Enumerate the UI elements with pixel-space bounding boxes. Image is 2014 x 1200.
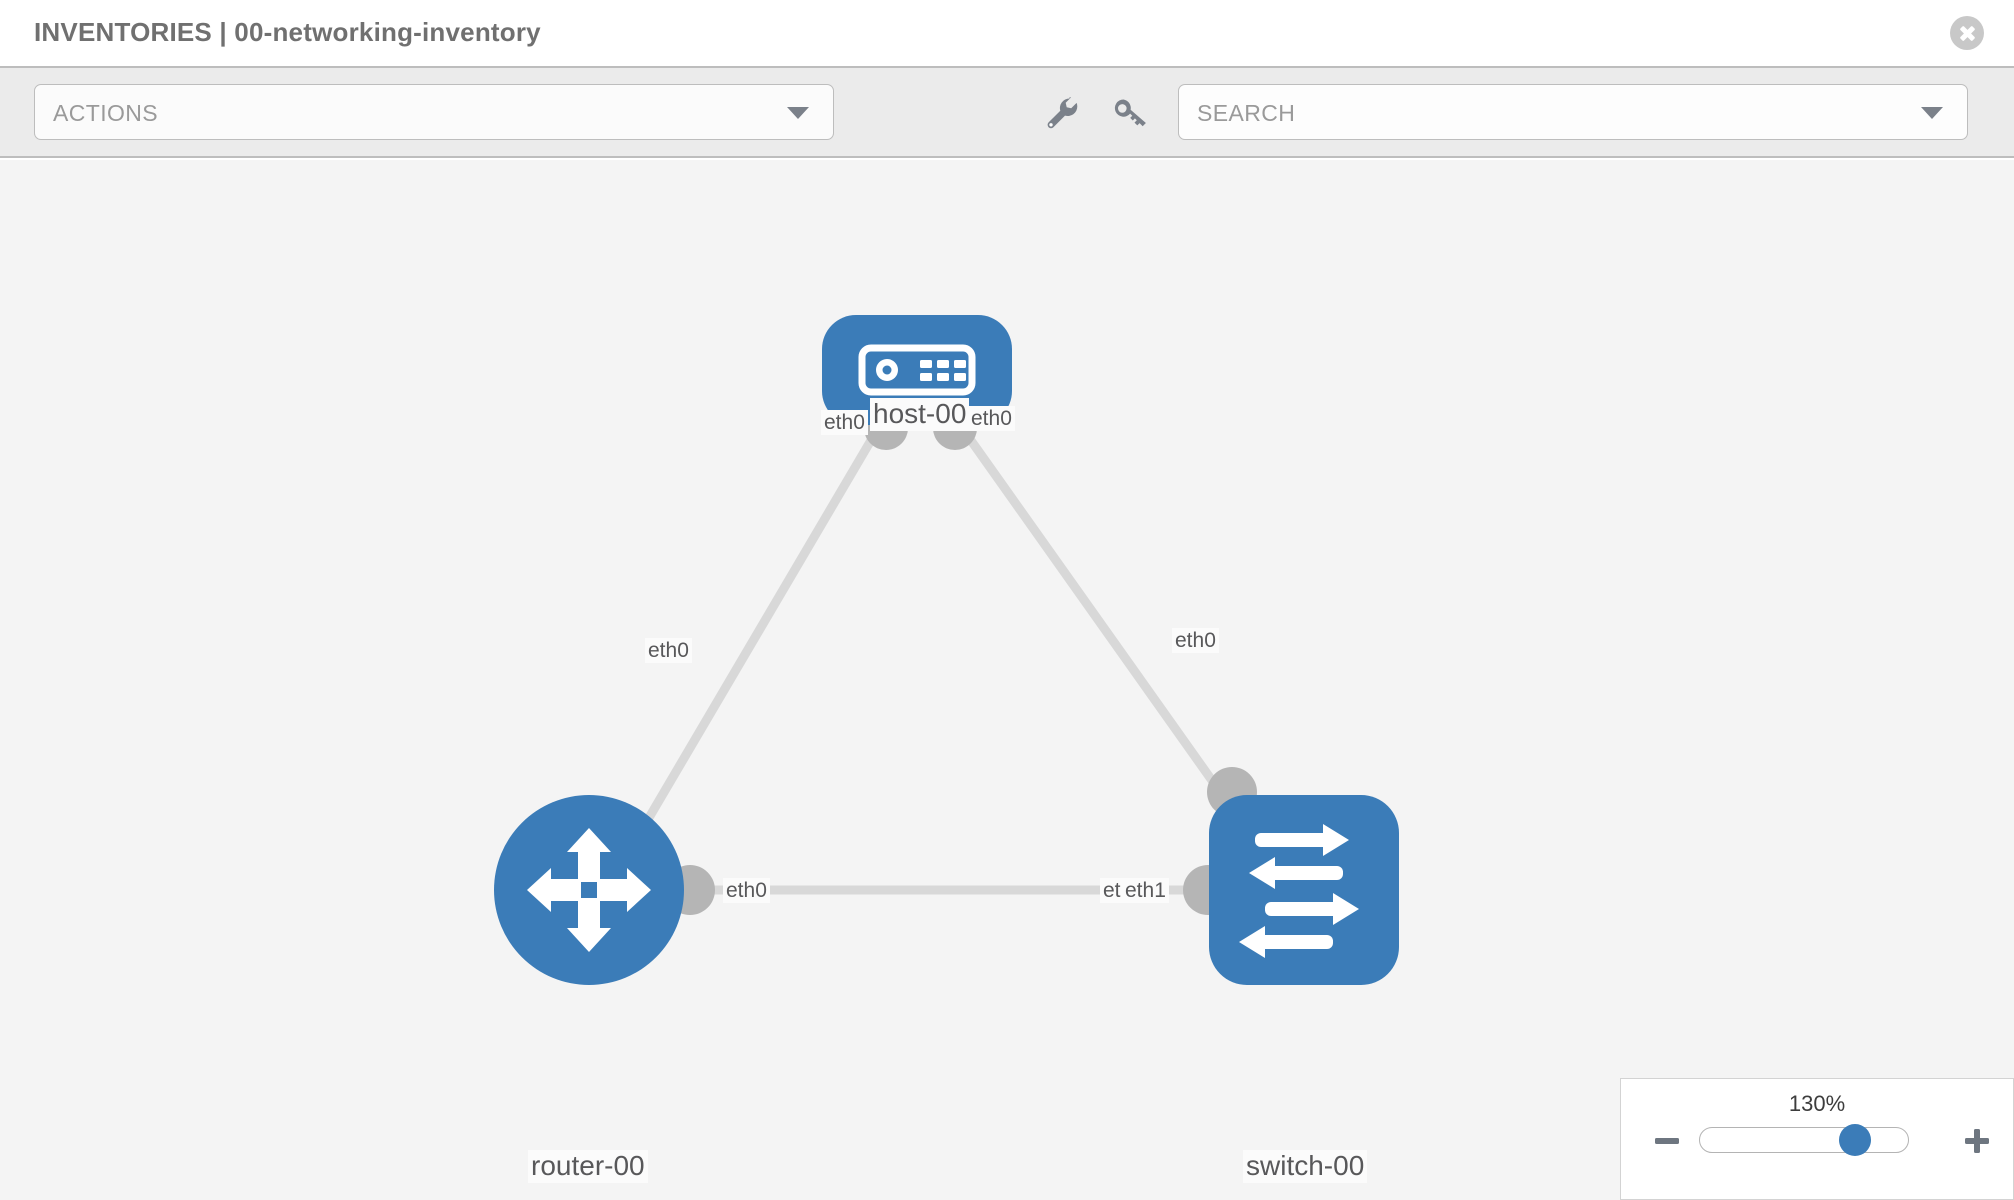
topology-canvas[interactable]: host-00 router-00 switch-00 eth0 eth0 et…: [0, 160, 2014, 1200]
zoom-control-panel: 130%: [1620, 1078, 2014, 1200]
chevron-down-icon: [1921, 107, 1943, 119]
router-arrows-icon: [527, 828, 651, 952]
page-title: INVENTORIES | 00-networking-inventory: [34, 17, 541, 47]
topology-links: [626, 422, 1244, 895]
search-input[interactable]: SEARCH: [1178, 84, 1968, 140]
node-switch-00: [1209, 795, 1399, 985]
edge-label-switch-north: eth0: [1172, 628, 1219, 654]
edge-label-host-east: eth0: [968, 406, 1015, 432]
node-host-00: [822, 315, 1012, 425]
link-host-router: [626, 422, 884, 853]
switch-arrows-icon: [1239, 824, 1359, 958]
edge-label-switch-west-a: et: [1100, 878, 1124, 904]
minus-icon[interactable]: [1653, 1127, 1681, 1155]
server-icon: [858, 344, 976, 396]
search-placeholder-label: SEARCH: [1197, 100, 1296, 126]
zoom-slider-thumb[interactable]: [1839, 1124, 1871, 1156]
node-label-router: router-00: [528, 1150, 648, 1183]
window-title-bar: INVENTORIES | 00-networking-inventory: [0, 0, 2014, 68]
plus-icon[interactable]: [1963, 1127, 1991, 1155]
node-label-host: host-00: [870, 398, 970, 431]
node-router-00: [494, 795, 684, 985]
zoom-level-label: 130%: [1788, 1091, 1846, 1116]
chevron-down-icon: [787, 107, 809, 119]
actions-dropdown[interactable]: ACTIONS: [34, 84, 834, 140]
link-host-switch: [956, 422, 1244, 823]
edge-label-host-west: eth0: [821, 410, 868, 436]
edge-label-router-east: eth0: [723, 878, 770, 904]
edge-label-switch-west-b: eth1: [1122, 878, 1169, 904]
key-icon[interactable]: [1108, 92, 1150, 134]
topology-ports: [665, 406, 1257, 915]
node-label-switch: switch-00: [1243, 1150, 1368, 1183]
toolbar: ACTIONS SEARCH: [0, 68, 2014, 158]
close-icon[interactable]: [1950, 16, 1984, 50]
actions-dropdown-label: ACTIONS: [53, 100, 159, 126]
edge-label-router-north: eth0: [645, 638, 692, 664]
wrench-icon[interactable]: [1040, 92, 1082, 134]
zoom-slider-track[interactable]: [1699, 1127, 1909, 1153]
